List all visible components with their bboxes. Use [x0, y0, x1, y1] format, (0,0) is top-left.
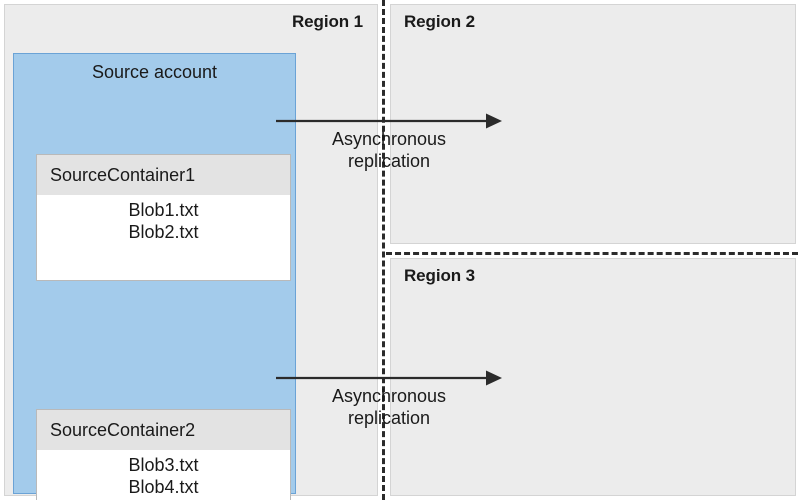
region-1-title: Region 1	[292, 12, 363, 31]
replication-label-line-2: replication	[347, 150, 431, 171]
region-panel-1: Region 1 Source account SourceContainer1…	[4, 4, 378, 500]
source-container-2-header: SourceContainer2	[37, 410, 290, 450]
replication-arrow-1-icon	[276, 113, 502, 129]
region-divider-horizontal	[386, 252, 798, 255]
source-container-2-blob-list: Blob3.txt Blob4.txt	[37, 450, 290, 499]
source-container-1-header: SourceContainer1	[37, 155, 290, 195]
replication-arrow-2-label: Asynchronous replication	[289, 386, 489, 430]
region-2-title: Region 2	[404, 12, 475, 31]
source-container-1-box[interactable]: SourceContainer1 Blob1.txt Blob2.txt	[36, 154, 291, 281]
replication-label-line-1: Asynchronous	[331, 129, 447, 149]
replication-label-line-2: replication	[347, 407, 431, 428]
blob-item: Blob3.txt	[128, 455, 199, 475]
source-account-box: Source account SourceContainer1 Blob1.tx…	[13, 53, 296, 500]
source-account-title: Source account	[91, 62, 218, 82]
source-container-1-blob-list: Blob1.txt Blob2.txt	[37, 195, 290, 244]
replication-arrow-2-icon	[276, 370, 502, 386]
blob-item: Blob1.txt	[128, 200, 199, 220]
source-container-2-box[interactable]: SourceContainer2 Blob3.txt Blob4.txt	[36, 409, 291, 500]
region-divider-vertical	[382, 0, 385, 500]
blob-item: Blob2.txt	[128, 222, 199, 243]
region-panel-2: Region 2 Destination account Destination…	[390, 4, 796, 244]
region-3-title: Region 3	[404, 266, 475, 285]
blob-item: Blob4.txt	[128, 477, 199, 498]
replication-arrow-1-label: Asynchronous replication	[289, 129, 489, 173]
replication-label-line-1: Asynchronous	[331, 386, 447, 406]
